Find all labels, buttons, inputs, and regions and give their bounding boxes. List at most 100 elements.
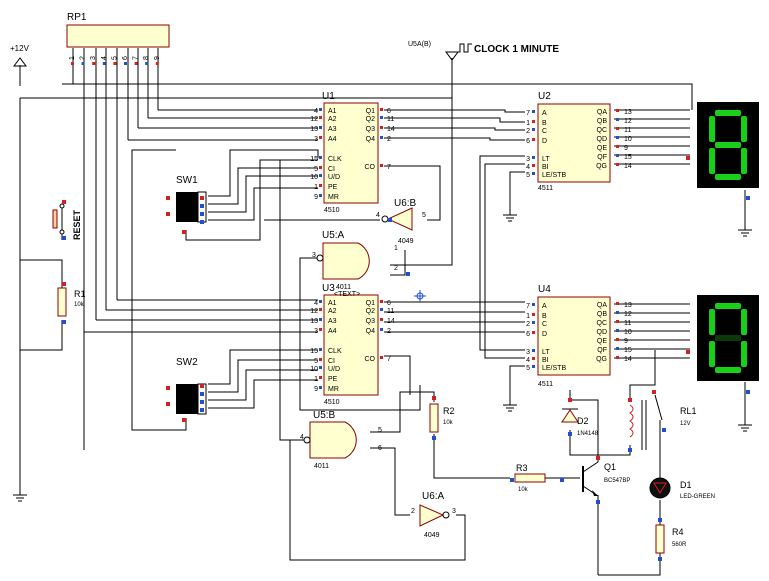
- pin-state-markers: [62, 156, 750, 561]
- r1-ref: R1: [74, 289, 86, 299]
- segment-c: [741, 148, 747, 174]
- clock-source[interactable]: U5A(B) CLOCK 1 MINUTE: [408, 41, 559, 61]
- d1-led[interactable]: D1 LED-GREEN: [649, 477, 715, 500]
- u4-pin-num: 3: [526, 349, 530, 356]
- svg-text:1: 1: [394, 245, 398, 252]
- u1-pin-num: 14: [387, 126, 395, 133]
- u4-pin-state: [532, 313, 535, 316]
- u3-pin-num: 7: [387, 356, 391, 363]
- r4-resistor[interactable]: R4 560R: [655, 524, 687, 554]
- segment-g: [715, 142, 741, 148]
- q1-transistor[interactable]: Q1 BC547BP: [582, 461, 630, 497]
- pin-state-square: [746, 390, 750, 394]
- u1-pin-state: [319, 184, 322, 187]
- u3-pin-num: 4: [314, 300, 318, 307]
- wires: [19, 48, 746, 576]
- pin-state-square: [200, 196, 204, 200]
- u2-ref: U2: [538, 91, 551, 102]
- u4-pin-B: B: [542, 313, 547, 320]
- r2-resistor[interactable]: R2 10k: [429, 403, 455, 433]
- u4-pin-QB: QB: [597, 311, 607, 318]
- q1-part: BC547BP: [604, 478, 630, 484]
- pin-state-square: [406, 272, 410, 276]
- u6b-ref: U6:B: [394, 198, 417, 209]
- u6b-part: 4049: [398, 238, 414, 245]
- u4-pin-LT: LT: [542, 349, 550, 356]
- rl1-relay[interactable]: RL1 12V: [629, 394, 697, 450]
- svg-text:2: 2: [394, 265, 398, 272]
- u1-pin-A4: A4: [328, 136, 337, 143]
- u4-pin-num: 11: [624, 320, 631, 327]
- svg-text:3: 3: [452, 508, 456, 515]
- r3-value: 10k: [518, 487, 529, 493]
- svg-text:5: 5: [378, 427, 382, 434]
- r3-resistor[interactable]: R3 10k: [514, 463, 546, 493]
- u2-pin-state: [616, 154, 619, 157]
- u1-pin-CLK: CLK: [328, 156, 342, 163]
- pin-state-square: [658, 557, 662, 561]
- u3-pin-num: 11: [387, 308, 394, 315]
- u4-pin-num: 10: [624, 329, 632, 336]
- u2-pin-num: 7: [526, 110, 530, 117]
- u3-pin-MR: MR: [328, 386, 339, 393]
- u1-pin-A2: A2: [328, 116, 337, 123]
- r2-value: 10k: [443, 420, 454, 426]
- pin-state-square: [596, 456, 600, 460]
- sw2-thumbwheel[interactable]: SW2 4: [176, 357, 207, 415]
- u5a-nand-gate[interactable]: U5:A 4011 3 1 2: [312, 230, 398, 291]
- u2-pin-num: 15: [624, 154, 632, 161]
- u3-pin-state: [319, 318, 322, 321]
- d2-diode[interactable]: D2 1N4148: [561, 408, 599, 437]
- u1-pin-num: 9: [314, 194, 318, 201]
- u2-pin-num: 11: [624, 127, 631, 134]
- u6a-inverter[interactable]: U6:A 4049 2 3: [411, 491, 456, 539]
- u1-pin-num: 4: [314, 108, 318, 115]
- u2-pin-QF: QF: [597, 154, 607, 161]
- r1-resistor[interactable]: R1 10k: [57, 287, 86, 317]
- u3-pin-Q1: Q1: [366, 300, 375, 307]
- u3-pin-state: [319, 376, 322, 379]
- u2-pin-QD: QD: [597, 136, 608, 143]
- pin-state-square: [568, 398, 572, 402]
- u4-pin-num: 2: [526, 321, 530, 328]
- reset-button[interactable]: RESET: [52, 203, 82, 240]
- u6b-inverter[interactable]: U6:B 4049 4 5: [376, 198, 426, 245]
- u1-pin-state: [380, 136, 383, 139]
- rp1-pin-state: [155, 62, 159, 65]
- d1-part: LED-GREEN: [680, 494, 715, 500]
- pin-state-square: [686, 350, 690, 354]
- rl1-value: 12V: [680, 421, 691, 427]
- pin-state-square: [200, 212, 204, 216]
- u5b-nand-gate[interactable]: U5:B 4011 4 5 6: [300, 410, 382, 470]
- u1-pin-num: 6: [387, 108, 391, 115]
- rp1-ref: RP1: [67, 12, 87, 23]
- u3-pin-num: 6: [387, 300, 391, 307]
- u1-part: 4510: [324, 207, 340, 214]
- svg-text:4: 4: [376, 212, 380, 219]
- u3-counter[interactable]: U3 <TEXT> 4510 A14A212A313A43CLK15CI5U/D…: [310, 283, 395, 406]
- u2-pin-state: [532, 128, 535, 131]
- u2-pin-num: 5: [526, 172, 530, 179]
- u1-counter[interactable]: U1 4510 A14A212A313A43CLK15CI5U/D10PE1MR…: [310, 91, 395, 214]
- u1-pin-state: [319, 174, 322, 177]
- u3-pin-num: 9: [314, 386, 318, 393]
- u4-pin-QE: QE: [597, 338, 607, 345]
- d1-ref: D1: [680, 480, 692, 490]
- rp1-pin-5: 5: [111, 56, 118, 60]
- u1-pin-state: [380, 126, 383, 129]
- q1-ref: Q1: [604, 462, 616, 472]
- u4-ref: U4: [538, 284, 551, 295]
- u3-pin-state: [319, 366, 322, 369]
- u2-pin-LE-STB: LE/STB: [542, 172, 566, 179]
- pin-state-square: [432, 396, 436, 400]
- u3-pin-state: [319, 358, 322, 361]
- u4-pin-state: [616, 311, 619, 314]
- u5a-part: 4011: [336, 284, 351, 291]
- u2-pin-state: [616, 145, 619, 148]
- segment-e: [709, 341, 715, 367]
